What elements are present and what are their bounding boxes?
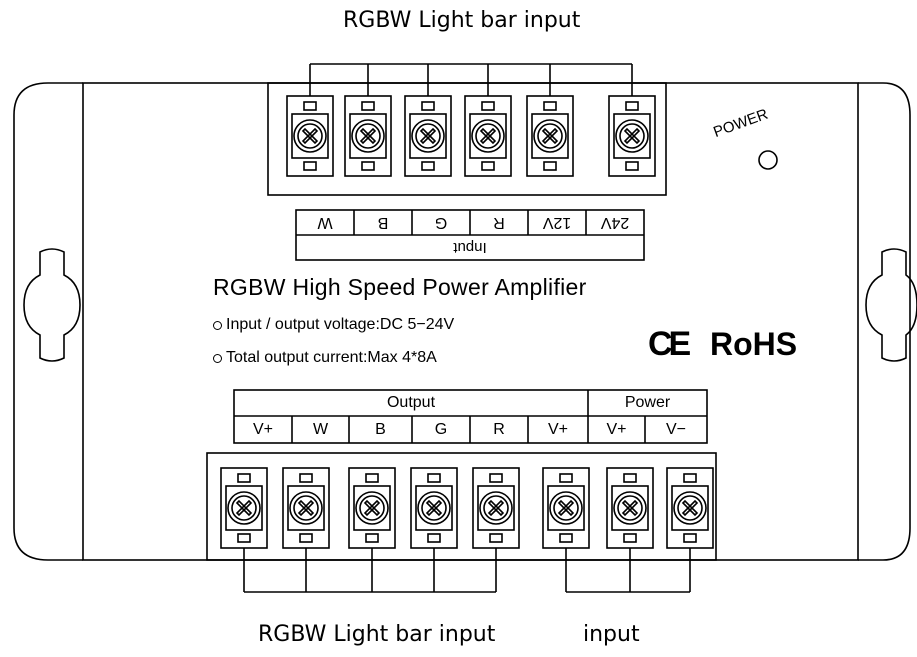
bottom-screw-terminal-1 xyxy=(220,467,268,549)
bottom-right-caption: input xyxy=(583,622,640,647)
bottom-terminal-block xyxy=(206,452,717,561)
output-pin-vplus-2: V+ xyxy=(547,420,568,438)
top-screw-terminal-6 xyxy=(608,95,656,177)
bottom-screw-terminal-8 xyxy=(666,467,714,549)
output-pin-vplus: V+ xyxy=(252,420,273,438)
spec-current: Total output current:Max 4*8A xyxy=(213,349,437,367)
power-group-header: Power xyxy=(624,394,671,411)
bottom-screw-terminal-4 xyxy=(410,467,458,549)
output-pin-r: R xyxy=(493,420,505,438)
device-title: RGBW High Speed Power Amplifier xyxy=(213,273,587,300)
right-keyhole xyxy=(865,248,917,362)
top-screw-terminal-4 xyxy=(464,95,512,177)
bottom-screw-terminal-2 xyxy=(282,467,330,549)
bottom-left-caption: RGBW Light bar input xyxy=(258,622,496,647)
power-pin-vplus: V+ xyxy=(606,420,627,438)
input-table-header: Input xyxy=(453,239,487,256)
power-pin-vminus: V− xyxy=(665,420,686,438)
bullet-icon xyxy=(213,320,222,330)
spec-voltage-text: Input / output voltage:DC 5−24V xyxy=(226,316,455,333)
input-pin-12v: 12V xyxy=(542,214,572,232)
input-pin-24v: 24V xyxy=(600,214,630,232)
right-flange xyxy=(858,82,911,561)
input-pin-g: G xyxy=(434,214,448,232)
ce-mark: CE xyxy=(648,325,691,363)
left-keyhole xyxy=(23,248,81,362)
power-led xyxy=(758,150,778,170)
output-pin-b: B xyxy=(375,420,386,438)
top-screw-terminal-3 xyxy=(404,95,452,177)
output-group-header: Output xyxy=(386,394,436,411)
bottom-screw-terminal-3 xyxy=(348,467,396,549)
input-pin-b: B xyxy=(377,214,389,232)
input-pin-w: W xyxy=(317,214,333,232)
top-screw-terminal-5 xyxy=(526,95,574,177)
bottom-screw-terminal-5 xyxy=(472,467,520,549)
input-pin-r: R xyxy=(493,214,505,232)
bottom-screw-terminal-7 xyxy=(606,467,654,549)
top-screw-terminal-2 xyxy=(344,95,392,177)
top-caption: RGBW Light bar input xyxy=(343,8,581,33)
left-flange xyxy=(13,82,83,561)
bottom-screw-terminal-6 xyxy=(542,467,590,549)
top-screw-terminal-1 xyxy=(286,95,334,177)
spec-current-text: Total output current:Max 4*8A xyxy=(226,349,437,366)
bullet-icon xyxy=(213,353,222,363)
output-pin-g: G xyxy=(434,420,448,438)
output-pin-w: W xyxy=(312,420,329,438)
rohs-mark: RoHS xyxy=(710,326,798,362)
spec-voltage: Input / output voltage:DC 5−24V xyxy=(213,316,454,334)
top-terminal-block xyxy=(267,82,667,196)
